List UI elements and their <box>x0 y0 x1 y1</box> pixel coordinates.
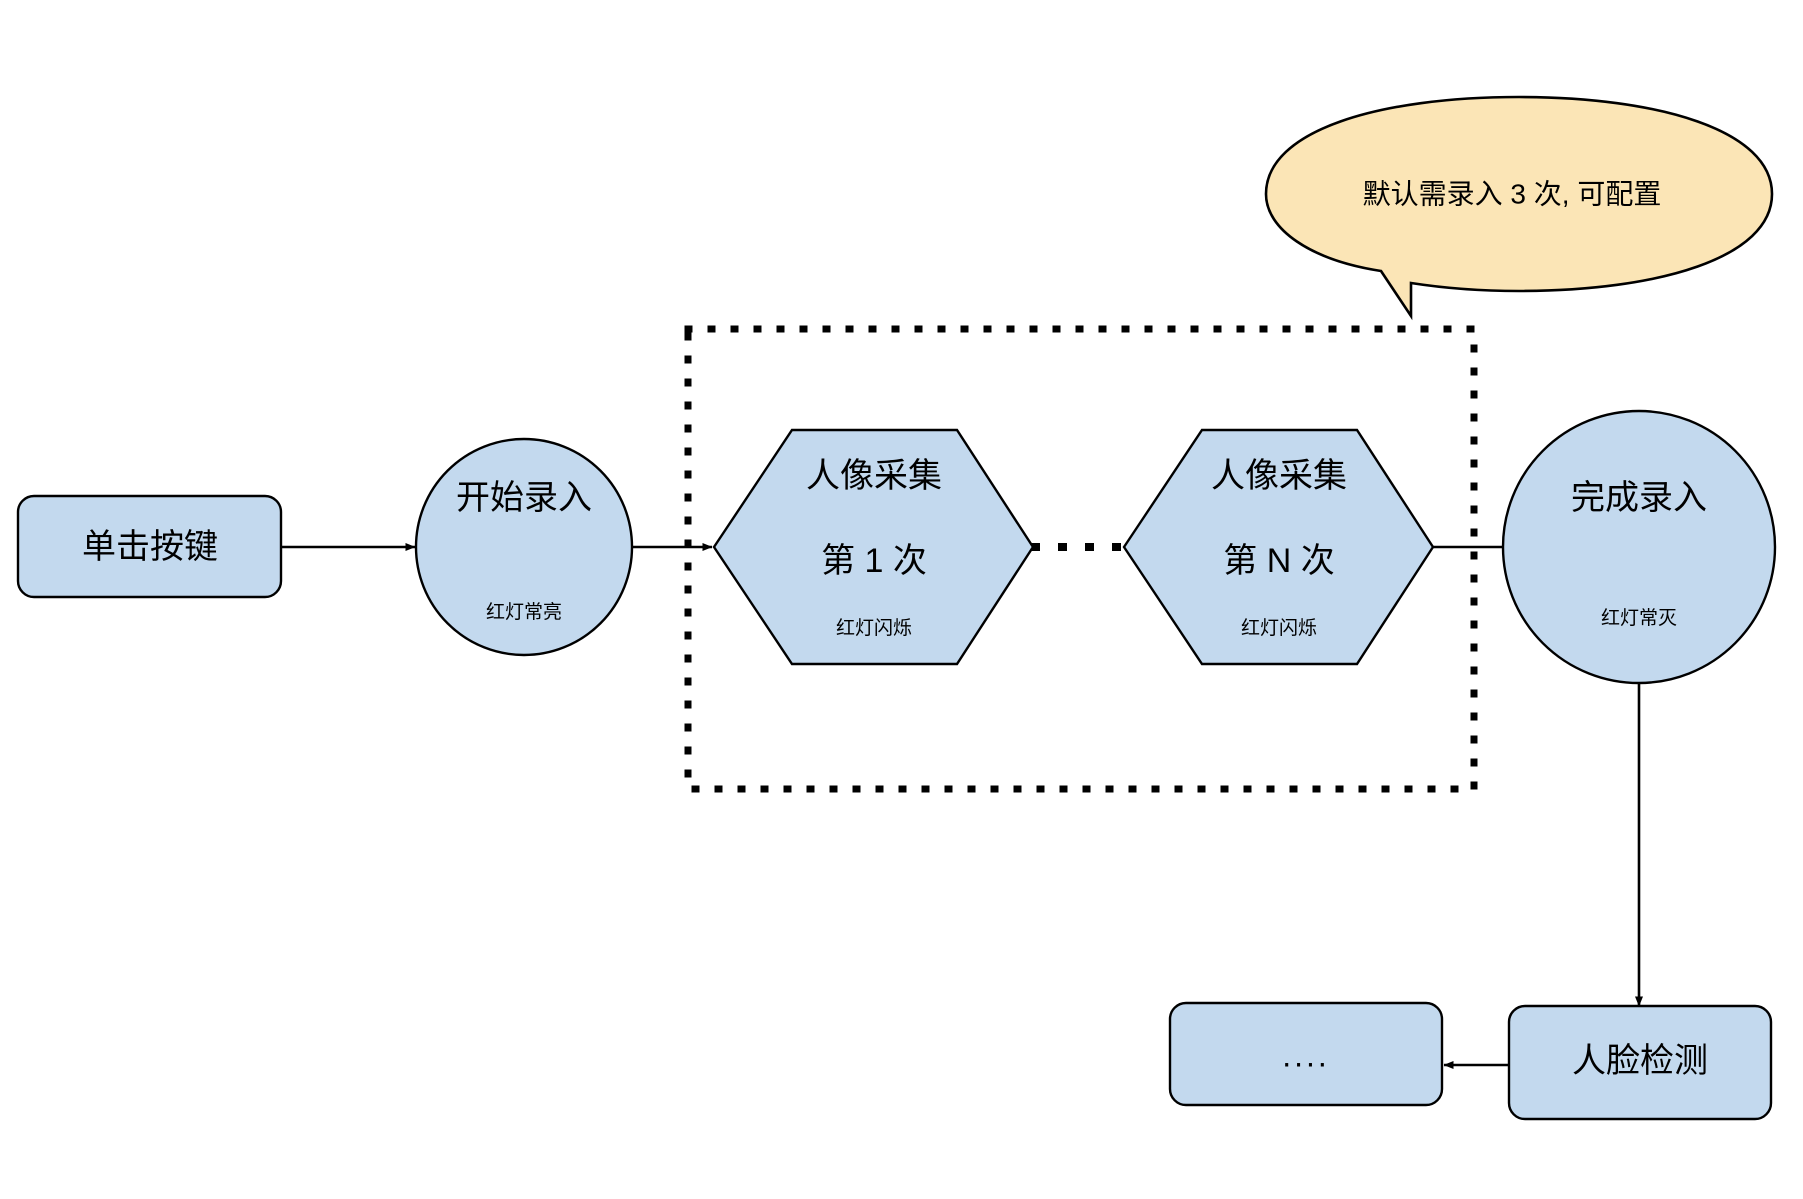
more-steps-shape <box>1168 1001 1444 1107</box>
click-key-shape <box>16 494 283 599</box>
node-more-steps[interactable]: .... <box>1168 1001 1444 1107</box>
capture-first-label-line1: 人像采集 <box>806 457 942 495</box>
node-start-enroll[interactable]: 开始录入 红灯常亮 <box>414 437 634 657</box>
callout-enroll-count[interactable]: 默认需录入 3 次, 可配置 <box>1264 95 1774 321</box>
capture-nth-shape <box>1122 428 1435 666</box>
callout-text: 默认需录入 3 次, 可配置 <box>1363 178 1662 209</box>
capture-nth-sub-label: 红灯闪烁 <box>1241 617 1317 639</box>
node-capture-nth[interactable]: 人像采集 第 N 次 红灯闪烁 <box>1122 428 1435 666</box>
callout-bubble-shape <box>1264 95 1774 321</box>
capture-nth-label-line1: 人像采集 <box>1211 457 1347 495</box>
capture-first-shape <box>712 428 1035 666</box>
start-enroll-sub-label: 红灯常亮 <box>486 601 562 623</box>
finish-enroll-shape <box>1501 409 1777 685</box>
finish-enroll-sub-label: 红灯常灭 <box>1601 607 1677 629</box>
finish-enroll-label: 完成录入 <box>1571 479 1707 517</box>
start-enroll-shape <box>414 437 634 657</box>
capture-first-sub-label: 红灯闪烁 <box>836 617 912 639</box>
click-key-label: 单击按键 <box>82 528 218 566</box>
loop-group-boundary <box>684 325 1478 793</box>
capture-nth-label-line2: 第 N 次 <box>1223 542 1334 580</box>
node-capture-first[interactable]: 人像采集 第 1 次 红灯闪烁 <box>712 428 1035 666</box>
node-click-key[interactable]: 单击按键 <box>16 494 283 599</box>
face-detect-label: 人脸检测 <box>1572 1042 1708 1080</box>
node-face-detect[interactable]: 人脸检测 <box>1507 1004 1773 1121</box>
capture-first-label-line2: 第 1 次 <box>821 542 927 580</box>
face-detect-shape <box>1507 1004 1773 1121</box>
start-enroll-label: 开始录入 <box>456 479 592 517</box>
node-finish-enroll[interactable]: 完成录入 红灯常灭 <box>1501 409 1777 685</box>
more-steps-label: .... <box>1282 1037 1330 1073</box>
